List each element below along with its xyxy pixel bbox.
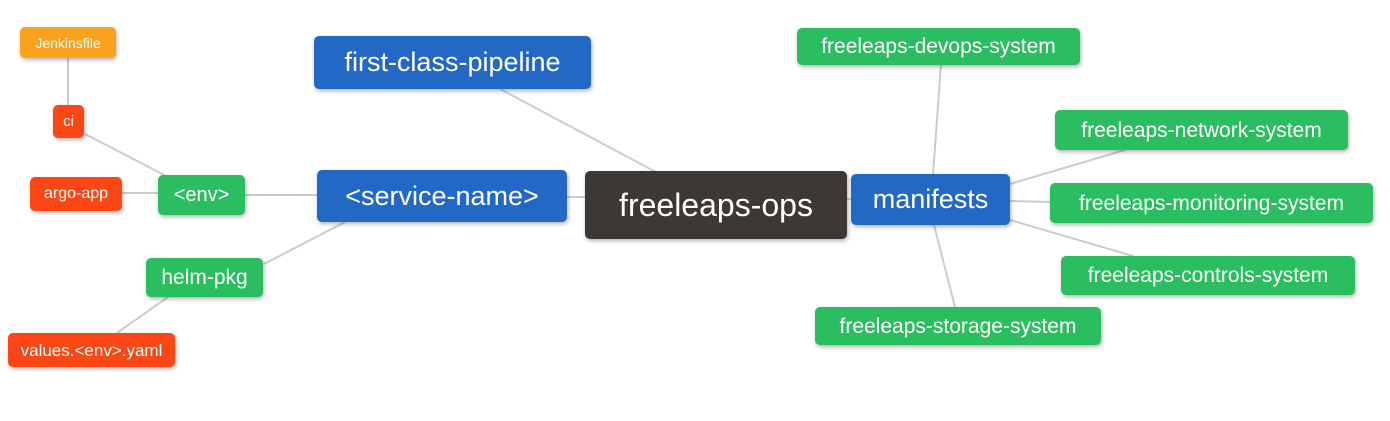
edge-manifests-to-freeleaps-storage-system: [933, 224, 956, 308]
node-freeleaps-controls-system[interactable]: freeleaps-controls-system: [1061, 256, 1355, 295]
node-helm-pkg[interactable]: helm-pkg: [146, 258, 263, 297]
node-env[interactable]: <env>: [158, 175, 245, 215]
node-manifests[interactable]: manifests: [851, 174, 1010, 225]
edge-manifests-to-freeleaps-controls-system: [1009, 219, 1134, 257]
node-first-class-pipeline[interactable]: first-class-pipeline: [314, 36, 591, 89]
node-freeleaps-ops[interactable]: freeleaps-ops: [585, 171, 847, 239]
node-argo-app[interactable]: argo-app: [30, 177, 122, 211]
node-values-env-yaml[interactable]: values.<env>.yaml: [8, 333, 175, 367]
node-service-name[interactable]: <service-name>: [317, 170, 567, 222]
edge-manifests-to-freeleaps-monitoring-system: [1009, 200, 1051, 203]
node-freeleaps-storage-system[interactable]: freeleaps-storage-system: [815, 307, 1101, 345]
edge-service-name-to-helm-pkg: [263, 221, 346, 265]
edge-manifests-to-freeleaps-devops-system: [932, 64, 942, 175]
node-ci[interactable]: ci: [53, 105, 84, 138]
edge-manifests-to-freeleaps-network-system: [1009, 149, 1126, 185]
node-freeleaps-network-system[interactable]: freeleaps-network-system: [1055, 110, 1348, 150]
edge-ci-to-env: [84, 133, 167, 177]
node-freeleaps-devops-system[interactable]: freeleaps-devops-system: [797, 28, 1080, 65]
edge-helm-pkg-to-values-env-yaml: [116, 296, 169, 334]
edge-first-class-pipeline-to-freeleaps-ops: [499, 88, 657, 173]
node-jenkinsfile[interactable]: Jenkinsfile: [20, 27, 116, 58]
node-freeleaps-monitoring-system[interactable]: freeleaps-monitoring-system: [1050, 183, 1373, 223]
